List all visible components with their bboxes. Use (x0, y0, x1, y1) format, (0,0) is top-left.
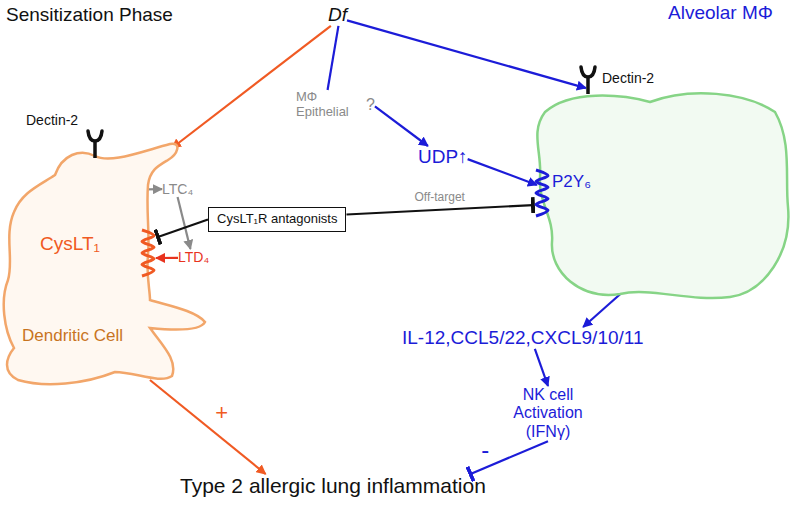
text-node: LTC₄ (162, 181, 193, 197)
connector (346, 205, 532, 214)
text-holder: CysLT₁ (40, 233, 100, 255)
text-node: LTD₄ (178, 249, 209, 265)
text-holder: Dendritic Cell (22, 326, 123, 346)
source-cells: MΦ Epithelial (296, 90, 360, 120)
connector (468, 159, 537, 185)
dendritic-outline (4, 144, 205, 384)
text-node: Type 2 allergic lung inflammation (180, 474, 486, 498)
text-node: IL-12,CCL5/22,CXCL9/10/11 (402, 327, 644, 349)
allergen-name: Df (328, 4, 347, 26)
connector (328, 26, 339, 90)
receptor-symbol (142, 230, 154, 276)
outcome-label: Type 2 allergic lung inflammation (180, 474, 486, 498)
receptor-name: CysLT₁ (40, 233, 100, 255)
dectin-receptor-symbol (581, 67, 595, 94)
connector (150, 380, 266, 474)
drug-box-label: CysLT₁R antagonists (217, 212, 337, 227)
connector (178, 197, 191, 249)
dectin-receptor-symbol (88, 131, 102, 158)
connector (156, 257, 178, 259)
macrophage-outline (537, 93, 788, 298)
edge-label: - (479, 436, 491, 464)
edge-label: + (213, 400, 230, 425)
text-holder: P2Y₆ (552, 172, 591, 192)
receptor-name: P2Y₆ (552, 172, 591, 192)
connector (375, 106, 428, 146)
text-node: Df (328, 4, 347, 26)
mediator-label: UDP↑ (418, 146, 468, 168)
edge-label: Off-target (412, 191, 466, 205)
question-mark: ? (366, 96, 375, 114)
nk-activation: NK cell Activation (IFNγ) (498, 386, 598, 441)
connector (347, 20, 586, 88)
cytokine-list: IL-12,CCL5/22,CXCL9/10/11 (402, 327, 644, 349)
receptor-label: Dectin-2 (602, 70, 654, 86)
phase-title: Sensitization Phase (6, 4, 173, 26)
text-holder: Alveolar MΦ (668, 2, 773, 24)
text-node: NK cell Activation (IFNγ) (498, 386, 598, 441)
drug-box: CysLT₁R antagonists (208, 207, 346, 232)
receptor-label: Dectin-2 (26, 112, 78, 128)
receptor-symbol (536, 170, 548, 216)
cell-heading: Alveolar MΦ (668, 2, 773, 24)
text-node: UDP↑ (418, 146, 468, 168)
text-node: MΦ Epithelial? (296, 90, 375, 120)
cell-outline (530, 2, 795, 302)
cell-name: Dendritic Cell (22, 326, 123, 346)
connector (172, 26, 331, 148)
connector (535, 349, 548, 386)
mediator-label: LTD₄ (178, 249, 209, 265)
connector (158, 219, 208, 237)
mediator-label: LTC₄ (162, 181, 193, 197)
macrophage-cell: Alveolar MΦ P2Y₆ (530, 2, 795, 302)
